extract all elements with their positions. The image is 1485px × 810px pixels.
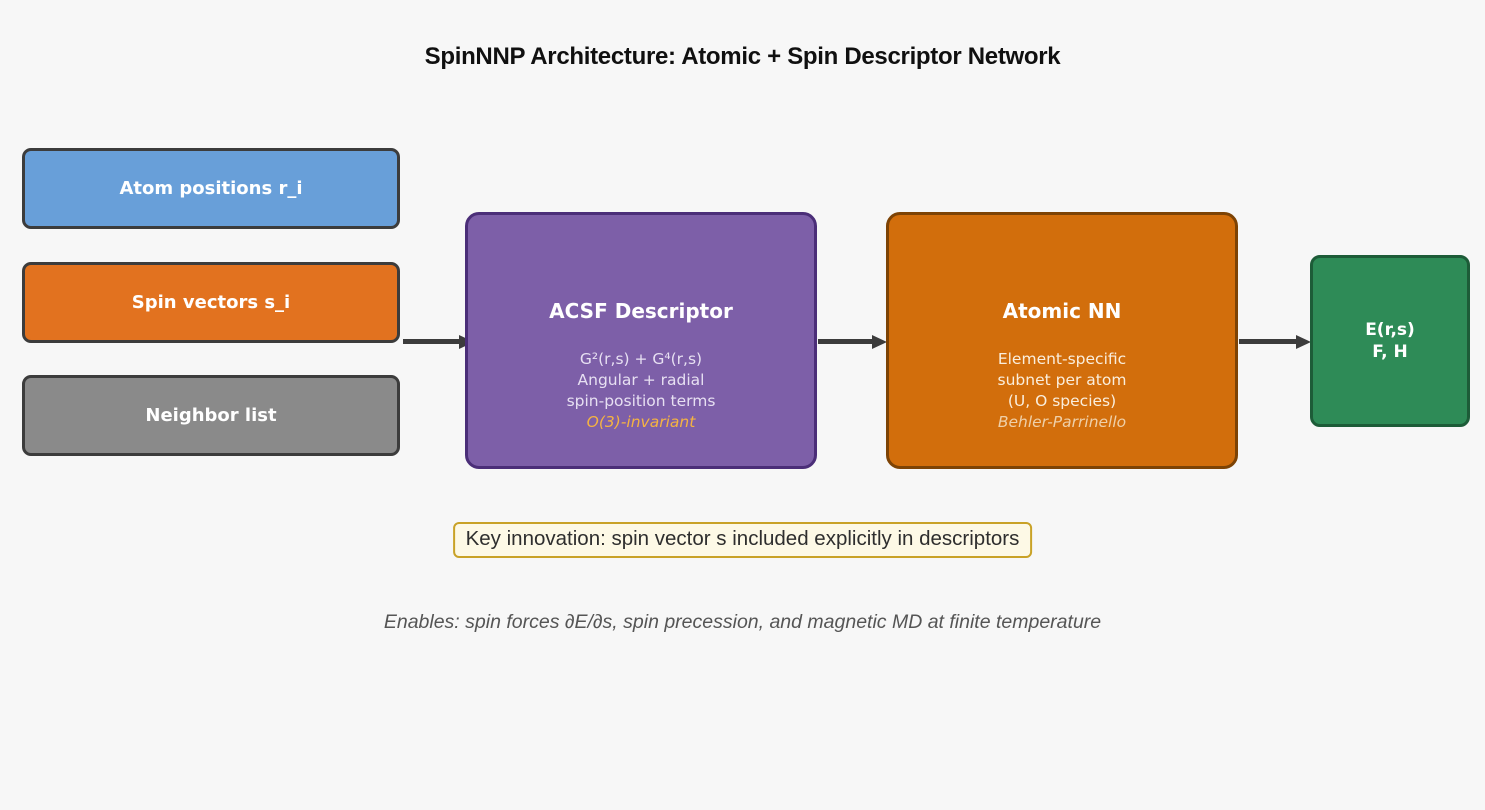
acsf-line-symmetry-functions: G²(r,s) + G⁴(r,s) bbox=[579, 350, 703, 368]
key-innovation-note: Key innovation: spin vector s included e… bbox=[452, 522, 1033, 558]
input-box-spin-vectors: Spin vectors s_i bbox=[22, 262, 400, 343]
arrow-shaft bbox=[818, 339, 872, 344]
atomic-nn-box: Atomic NN Element-specific subnet per at… bbox=[886, 212, 1238, 469]
input-box-atom-positions-label: Atom positions r_i bbox=[119, 178, 303, 199]
arrow-head-icon bbox=[872, 334, 887, 349]
acsf-line-invariance: O(3)-invariant bbox=[586, 413, 696, 431]
input-box-atom-positions: Atom positions r_i bbox=[22, 148, 400, 229]
arrow-shaft bbox=[403, 339, 459, 344]
atomic-nn-line-behler-parrinello: Behler-Parrinello bbox=[997, 413, 1127, 431]
diagram-title: SpinNNP Architecture: Atomic + Spin Desc… bbox=[424, 43, 1061, 70]
arrow-head-icon bbox=[1296, 334, 1311, 349]
acsf-descriptor-body: G²(r,s) + G⁴(r,s) Angular + radial spin-… bbox=[567, 349, 716, 433]
output-energy-label: E(r,s) bbox=[1365, 320, 1415, 340]
atomic-nn-line-element-specific: Element-specific bbox=[997, 350, 1127, 368]
arrow-atomic-nn-to-output bbox=[1239, 334, 1311, 349]
acsf-line-spin-position: spin-position terms bbox=[566, 392, 716, 410]
input-box-neighbor-list-label: Neighbor list bbox=[145, 405, 277, 426]
atomic-nn-line-subnet: subnet per atom bbox=[997, 371, 1127, 389]
acsf-descriptor-title: ACSF Descriptor bbox=[549, 299, 733, 323]
acsf-line-angular-radial: Angular + radial bbox=[577, 371, 705, 389]
atomic-nn-title: Atomic NN bbox=[1002, 299, 1122, 323]
output-forces-label: F, H bbox=[1372, 342, 1408, 362]
arrow-inputs-to-acsf bbox=[403, 334, 474, 349]
footer-enables-note: Enables: spin forces ∂E/∂s, spin precess… bbox=[383, 611, 1102, 633]
arrow-acsf-to-atomic-nn bbox=[818, 334, 887, 349]
arrow-shaft bbox=[1239, 339, 1296, 344]
output-box-energy: E(r,s) F, H bbox=[1310, 255, 1470, 427]
atomic-nn-line-species: (U, O species) bbox=[1007, 392, 1117, 410]
input-box-neighbor-list: Neighbor list bbox=[22, 375, 400, 456]
atomic-nn-body: Element-specific subnet per atom (U, O s… bbox=[998, 349, 1127, 433]
acsf-descriptor-box: ACSF Descriptor G²(r,s) + G⁴(r,s) Angula… bbox=[465, 212, 817, 469]
input-box-spin-vectors-label: Spin vectors s_i bbox=[131, 292, 291, 313]
